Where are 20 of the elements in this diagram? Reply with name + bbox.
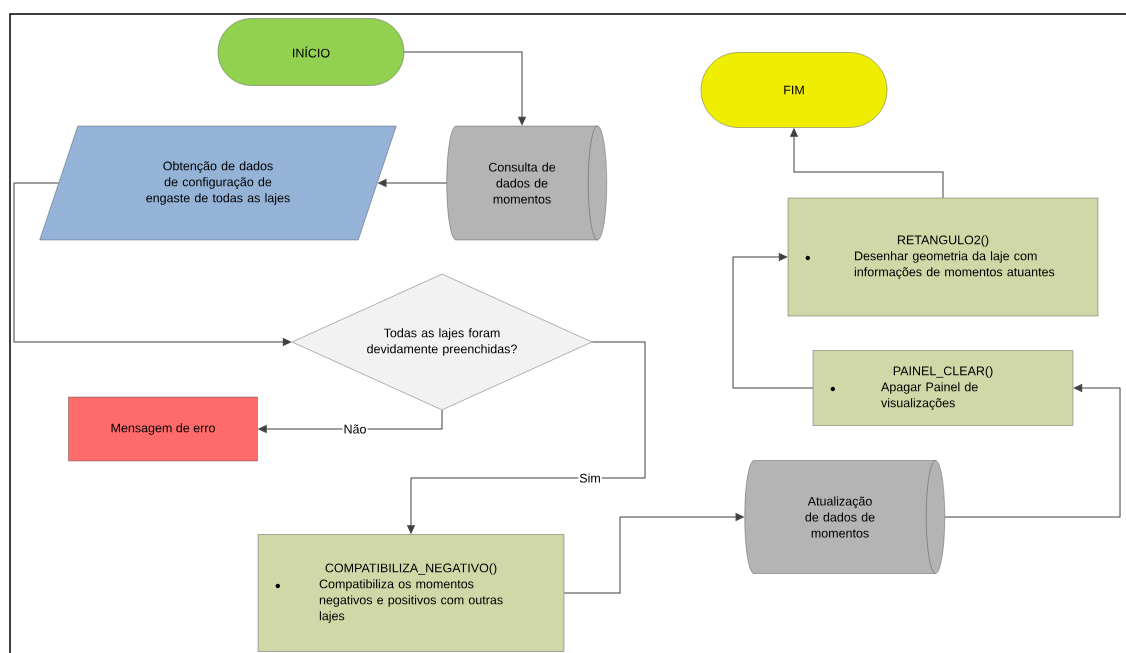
arrow: [378, 179, 448, 187]
start-terminal: INÍCIO: [217, 18, 405, 86]
arrow: [944, 384, 1121, 518]
end-terminal: FIM: [700, 52, 888, 128]
arrow: [407, 341, 646, 534]
arrow: [13, 182, 292, 346]
storage-cylinder: Atualização de dados de momentos: [744, 460, 945, 574]
process-box: PAINEL_CLEAR() Apagar Painel de visualizações: [812, 350, 1074, 426]
process-box: COMPATIBILIZA_NEGATIVO() Compatibiliza os momentos negativos e positivos com outras lajes: [257, 534, 565, 652]
arrow: [790, 128, 944, 199]
arrow: [732, 253, 814, 389]
data-parallelogram: Obtenção de dados de configuração de engaste de todas as lajes: [39, 125, 397, 241]
arrow: [563, 513, 744, 594]
arrow: [403, 51, 526, 126]
edge-label: Não: [342, 423, 368, 435]
error-box: Mensagem de erro: [68, 396, 258, 462]
edge-label: Sim: [578, 472, 602, 484]
storage-cylinder: Consulta de dados de momentos: [446, 125, 607, 241]
process-box: RETANGULO2() Desenhar geometria da laje com informações de momentos atuantes: [787, 197, 1099, 317]
arrow: [258, 409, 443, 433]
